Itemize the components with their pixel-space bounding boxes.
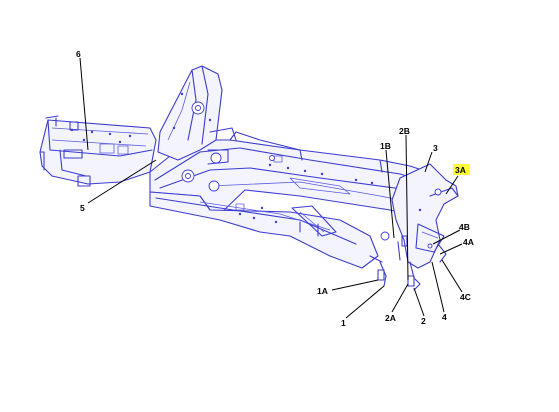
callout-2B: 2B [399, 126, 410, 136]
callout-1: 1 [341, 318, 346, 328]
callout-4C: 4C [460, 292, 471, 302]
callout-3: 3 [433, 143, 438, 153]
callout-3A: 3A [455, 165, 466, 175]
leader-3 [424, 151, 433, 173]
leader-4 [431, 261, 445, 313]
callout-5: 5 [80, 203, 85, 213]
leader-3A [445, 175, 459, 195]
leader-6 [79, 57, 89, 151]
leader-1 [345, 285, 385, 319]
callout-4B: 4B [459, 222, 470, 232]
leader-lines [79, 57, 463, 319]
callout-3A-highlight [453, 164, 470, 175]
leader-4B [432, 229, 461, 245]
leader-4C [441, 259, 463, 293]
callout-4A: 4A [463, 237, 474, 247]
leader-2A [391, 283, 409, 313]
leader-5 [87, 159, 157, 204]
callout-2A: 2A [385, 313, 396, 323]
callout-6: 6 [76, 49, 81, 59]
callout-labels: 6 5 1B 2B 3 3A 4B 4A 1A 1 2A 2 4 4C [76, 49, 474, 328]
leader-2B [405, 134, 409, 281]
lower-frame-member [149, 191, 390, 269]
front-upper-mount [157, 65, 237, 183]
leader-2 [413, 287, 425, 317]
callout-1B: 1B [380, 141, 391, 151]
leader-4A [439, 243, 463, 255]
leader-1A [331, 279, 379, 291]
callout-4: 4 [442, 312, 447, 322]
callout-2: 2 [421, 316, 426, 326]
leader-1B [385, 149, 395, 239]
callout-1A: 1A [317, 286, 328, 296]
rear-frame-section [39, 115, 157, 187]
